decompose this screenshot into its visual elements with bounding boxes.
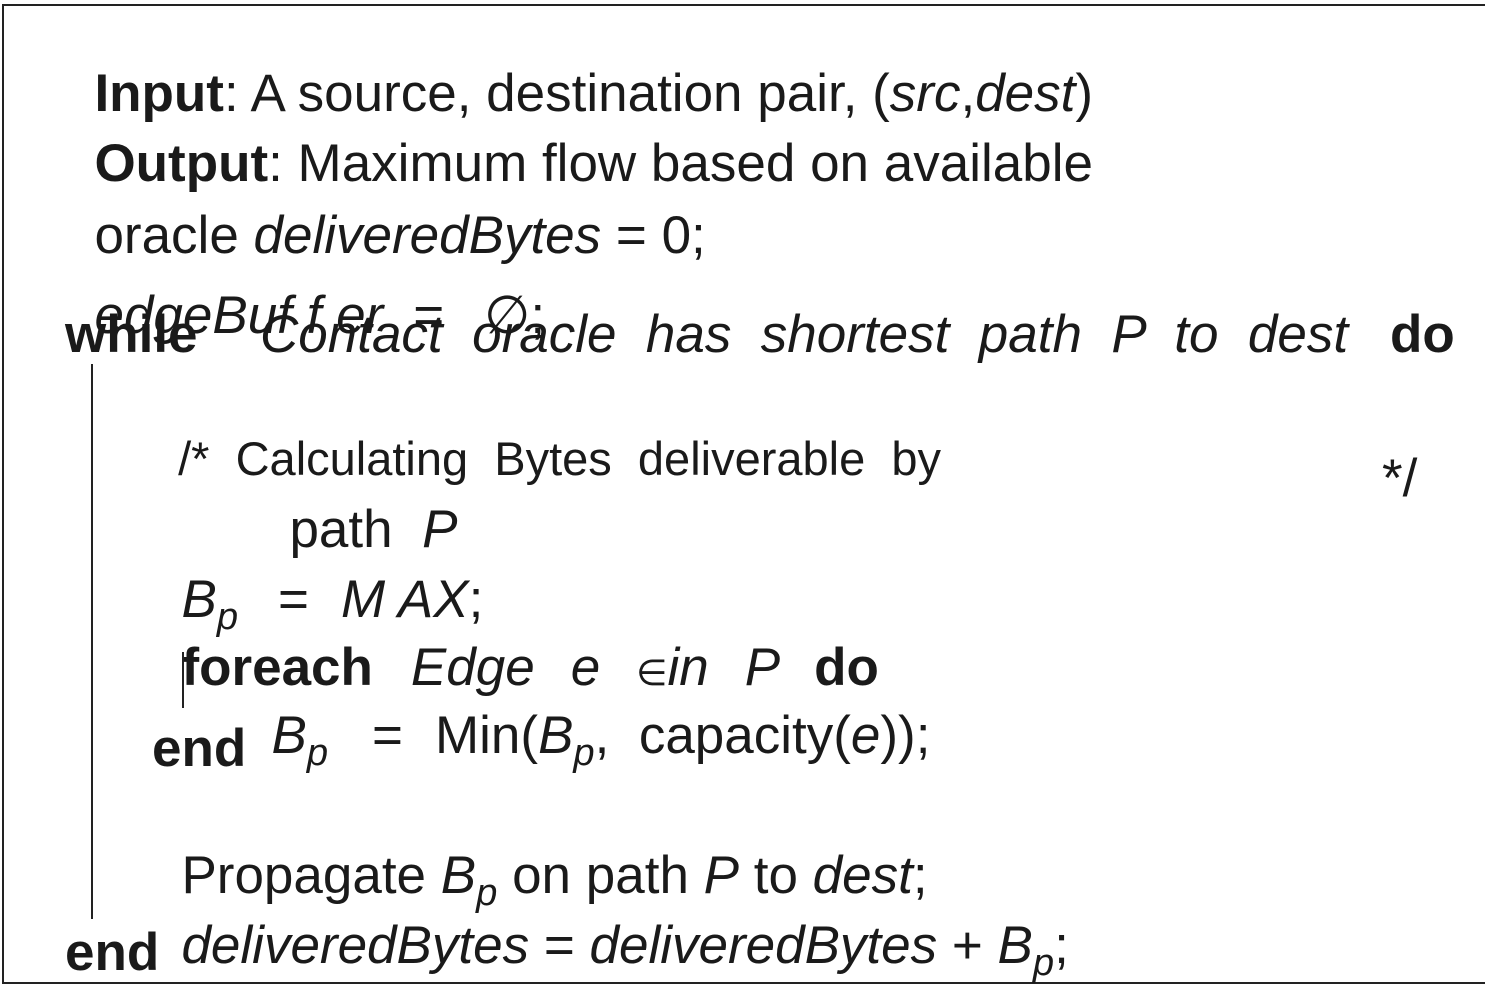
min-func: Min( [435,706,539,765]
min-line: Bp=Min(Bp, capacity(e)); [242,656,930,772]
while-do: do [1390,305,1455,364]
input-text: : A source, destination pair, ( [223,64,890,123]
while-body-bar [91,364,93,919]
propagate-var: B [440,846,477,905]
accumulate-eq: = [529,916,590,975]
bp-sub: p [216,595,239,639]
bp-var: B [181,570,217,629]
oracle-init-line: oracle deliveredBytes = 0; [65,156,706,265]
accumulate-semi: ; [1054,916,1069,975]
comment-cont: path [289,500,423,559]
buffer-init-line: edgeBuf f er = ∅; [65,236,545,342]
input-line: Input: A source, destination pair, (src,… [65,14,1093,120]
buffer-var: edgeBuf f er [94,286,384,345]
foreach-end: end [152,719,247,778]
element-of-symbol: ∈ [636,652,668,693]
input-close: ) [1075,64,1094,123]
oracle-rest: = 0; [601,206,706,265]
accumulate-plus: + [937,916,998,975]
buffer-eq: = [413,286,445,345]
input-keyword: Input [94,64,224,123]
accumulate-line: deliveredBytes = deliveredBytes + Bp; [152,866,1069,985]
input-comma: , [960,64,976,123]
comment-line: /* Calculating Bytes deliverable by [152,388,941,482]
propagate-text3: to [739,846,813,905]
bp-semi: ; [468,570,484,629]
while-condition: Contact oracle has shortest path P to de… [260,305,1349,364]
propagate-text1: Propagate [181,846,441,905]
oracle-prefix: oracle [94,206,254,265]
propagate-P: P [703,846,739,905]
propagate-sub: p [476,871,498,915]
bp-value: M AX [341,570,469,629]
min-e: e [850,706,881,765]
empty-set-symbol: ∅ [484,286,531,345]
input-dest: dest [975,64,1076,123]
while-end: end [65,923,160,982]
propagate-line: Propagate Bp on path P to dest; [152,796,928,915]
comment-text: Calculating Bytes deliverable by [235,432,941,485]
input-src: src [889,64,961,123]
min-eq: = [372,706,403,765]
buffer-semi: ; [530,286,546,345]
accumulate-var: B [997,916,1033,975]
bp-init-line: Bp = M AX; [152,520,483,636]
min-bp-sub: p [306,731,329,775]
foreach-keyword: foreach [181,638,373,697]
min-close: )); [880,706,931,765]
propagate-text2: on path [497,846,704,905]
accumulate-sub: p [1032,941,1055,985]
foreach-P: P [744,638,781,697]
comment-close: */ [1382,449,1418,508]
min-sep: , capacity( [594,706,851,765]
oracle-var: deliveredBytes [253,206,602,265]
bp-eq: = [278,570,309,629]
foreach-do: do [814,638,879,697]
comment-cont-line: path P [260,450,457,556]
foreach-in: in [667,638,709,697]
comment-cont-var: P [422,500,458,559]
min-arg-sub: p [573,731,595,775]
while-keyword: while [65,305,198,364]
min-arg: B [538,706,574,765]
algorithm-box [2,4,1485,984]
accumulate-lhs: deliveredBytes [181,916,530,975]
output-line: Output: Maximum flow based on available [65,84,1093,190]
foreach-e: e [570,638,601,697]
comment-open: /* [178,432,210,485]
accumulate-rhs: deliveredBytes [589,916,938,975]
propagate-dest: dest [812,846,913,905]
propagate-semi: ; [912,846,928,905]
min-bp-var: B [271,706,307,765]
foreach-edge: Edge [410,638,535,697]
output-keyword: Output [94,134,269,193]
output-text: : Maximum flow based on available [268,134,1093,193]
foreach-body-bar [182,652,184,708]
